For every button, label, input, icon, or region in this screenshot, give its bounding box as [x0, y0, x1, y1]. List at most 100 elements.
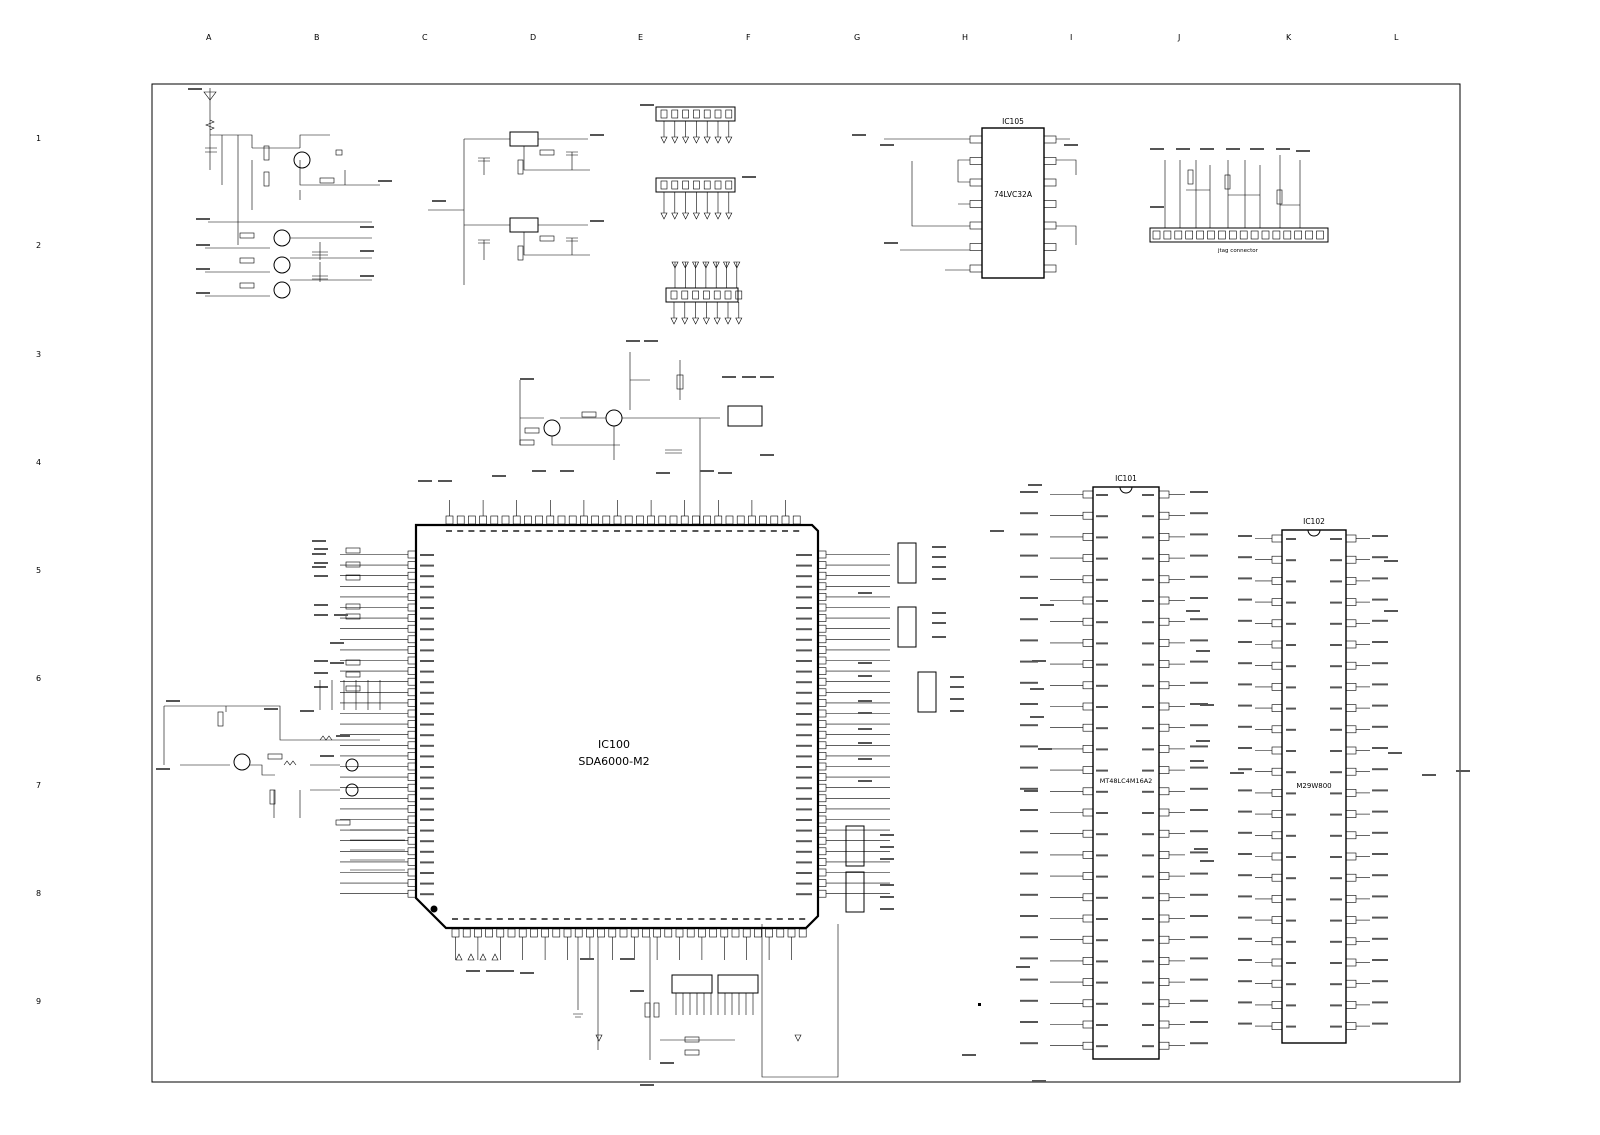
tiny-label-mark: [1190, 851, 1208, 854]
pin-box: [407, 635, 417, 644]
tiny-label-mark: [1238, 619, 1252, 622]
pin-box: [714, 180, 722, 190]
grid-col-label: F: [746, 33, 751, 42]
pin-box: [407, 836, 417, 845]
tiny-label-mark: [314, 672, 328, 674]
pin-box: [546, 515, 555, 525]
tiny-label-mark: [796, 628, 812, 631]
pin-box: [1271, 1022, 1283, 1030]
tiny-label-mark: [1372, 768, 1388, 771]
tiny-label-mark: [760, 376, 774, 378]
pin-box: [748, 515, 756, 525]
tiny-label-mark: [1330, 601, 1342, 604]
pin-box: [1272, 230, 1281, 240]
pin-box: [1158, 617, 1170, 626]
tiny-label-mark: [720, 918, 727, 920]
tiny-label-mark: [660, 1062, 674, 1064]
tiny-label-mark: [1372, 747, 1388, 749]
tiny-label-mark: [1142, 557, 1154, 560]
pin-box: [1271, 937, 1283, 946]
tiny-label-mark: [614, 530, 620, 532]
pin-box: [407, 847, 417, 856]
tiny-label-mark: [1238, 937, 1252, 940]
tiny-label-mark: [1330, 644, 1342, 646]
ic102-chip: IC102 M29W800: [1238, 517, 1388, 1044]
pin-box: [563, 928, 572, 938]
tiny-label-mark: [1372, 556, 1388, 559]
net-arrow: [479, 953, 487, 961]
tiny-label-mark: [1142, 621, 1154, 624]
pin-box: [496, 928, 505, 938]
tiny-label-mark: [1372, 619, 1388, 622]
jtag-section: jtag connector: [1149, 155, 1329, 254]
tiny-label-mark: [597, 918, 604, 920]
pin-box: [1271, 725, 1283, 734]
pin-box: [1294, 230, 1302, 240]
tiny-label-mark: [1020, 809, 1038, 811]
pin-box: [407, 571, 417, 580]
ic102-ref: IC102: [1303, 517, 1325, 526]
tiny-label-mark: [530, 918, 537, 920]
pin-box: [817, 699, 827, 707]
tiny-label-mark: [1020, 724, 1038, 727]
tiny-label-mark: [1372, 959, 1388, 961]
pin-box: [765, 928, 773, 938]
ic100-bottom-pins: [451, 918, 807, 960]
pin-box: [709, 928, 717, 938]
tiny-label-mark: [796, 829, 812, 832]
tiny-label-mark: [1238, 662, 1252, 665]
ic101-pins: [1020, 490, 1208, 1050]
resistor-symbol: [644, 1002, 651, 1018]
tiny-label-mark: [1190, 1042, 1208, 1045]
pin-box: [725, 109, 733, 119]
pin-box: [1271, 979, 1283, 988]
net-arrow: [713, 317, 721, 325]
tiny-label-mark: [1142, 727, 1154, 730]
wires: [519, 352, 720, 525]
transistor-symbol: [345, 783, 359, 797]
pin-box: [1158, 554, 1170, 562]
net-arrow: [794, 1034, 802, 1042]
pin-box: [557, 515, 566, 525]
pin-box: [568, 515, 577, 525]
grid-col-label: J: [1177, 33, 1180, 42]
tiny-label-mark: [360, 275, 374, 277]
tiny-label-mark: [330, 642, 344, 644]
tiny-label-mark: [492, 475, 506, 477]
tiny-label-mark: [1190, 533, 1208, 536]
tiny-label-mark: [703, 530, 710, 532]
pin-box: [817, 656, 827, 665]
pin-box: [817, 720, 827, 728]
resistor-symbol: [319, 177, 335, 184]
tiny-label-mark: [474, 918, 481, 920]
tiny-label-mark: [1096, 494, 1108, 496]
pin-box: [1158, 914, 1170, 923]
tiny-label-mark: [519, 918, 526, 920]
tiny-label-mark: [1238, 768, 1252, 771]
tiny-label-mark: [420, 617, 434, 620]
pin-box: [1082, 808, 1094, 817]
pin-box: [407, 677, 417, 686]
grid-row-labels: 1 2 3 4 5 6 7 8 9: [36, 134, 41, 1006]
tiny-label-mark: [636, 530, 643, 532]
pin-box: [735, 290, 743, 300]
tiny-label-mark: [1190, 809, 1208, 811]
tiny-label-mark: [1330, 665, 1342, 668]
net-arrow: [733, 261, 741, 269]
pin-box: [407, 603, 417, 612]
pin-box: [1158, 1020, 1170, 1029]
pin-box: [407, 826, 417, 834]
tiny-label-mark: [1330, 686, 1342, 689]
pin-box: [1345, 937, 1357, 946]
pin-box: [703, 515, 711, 525]
pin-box: [1239, 230, 1248, 240]
tiny-label-mark: [1372, 662, 1388, 665]
pin1-marker: [430, 905, 438, 913]
tiny-label-mark: [486, 970, 500, 972]
tiny-label-mark: [1096, 896, 1108, 899]
jtag-connector: [1149, 227, 1329, 243]
tiny-label-mark: [681, 530, 688, 532]
tiny-label-mark: [314, 548, 328, 550]
regulator-section: [428, 131, 590, 285]
pin-box: [407, 858, 417, 866]
